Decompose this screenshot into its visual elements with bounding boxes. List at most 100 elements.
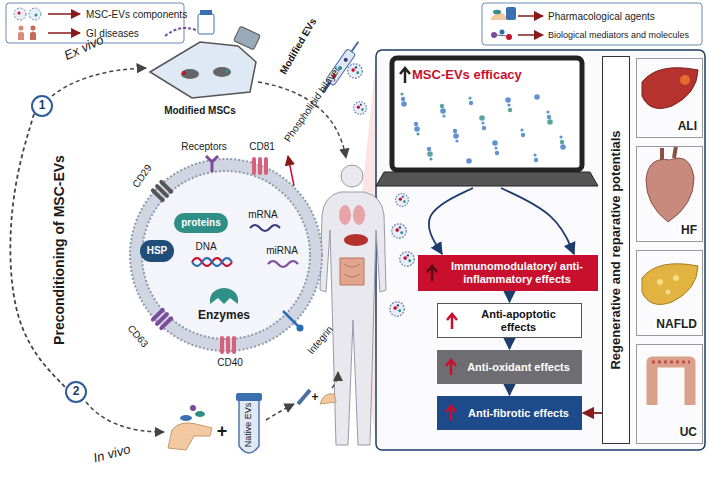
syringe-hand-icon-part — [298, 390, 310, 404]
membrane-proteins-part — [232, 336, 236, 354]
laptop-part-part — [481, 121, 484, 124]
protein-pill: proteins — [174, 213, 228, 233]
dashed-arrow-part — [52, 68, 146, 96]
ev-particle — [348, 64, 414, 316]
membrane-proteins-part — [288, 156, 294, 186]
syringe-hand-icon-part — [320, 394, 336, 404]
band-title: Regenerative and reparative potentials — [609, 130, 624, 369]
extracellular-vesicle-part — [142, 171, 310, 339]
effect-box: Anti-apoptotic effects — [437, 303, 582, 338]
node-text: Anti-fibrotic effects — [468, 407, 569, 420]
legend-box-part — [48, 13, 80, 15]
laptop-part-part — [414, 126, 420, 132]
legend-box-part — [29, 8, 41, 20]
legend-box-part — [493, 10, 501, 14]
route-label: In vivo — [92, 442, 132, 466]
organ-liver-part — [680, 75, 690, 85]
syringe-hand-icon — [298, 390, 336, 404]
legend-box-part — [14, 8, 26, 20]
dashed-arrow-part — [332, 372, 338, 388]
flask-modified-mscs-part — [200, 10, 212, 15]
laptop-part-part — [466, 158, 472, 164]
legend-box-part — [31, 26, 36, 31]
flask-modified-mscs-part — [198, 14, 214, 34]
organ-colon-part — [652, 361, 690, 364]
laptop-part-part — [440, 108, 446, 114]
laptop-part-part — [547, 115, 551, 119]
cargo-part — [210, 288, 238, 304]
organ-colon-part — [652, 362, 690, 405]
effect-box: Anti-oxidant effects — [437, 350, 582, 384]
legend-box-part — [518, 15, 543, 17]
dashed-arrow-part — [86, 402, 164, 432]
ev-particle-part — [348, 64, 362, 78]
node-text: NAFLD — [654, 318, 699, 332]
human-figure-part — [340, 258, 364, 285]
up-arrow-icon — [398, 66, 412, 84]
organ-fatty-liver-part — [666, 290, 671, 295]
flask-modified-mscs-part — [182, 71, 186, 75]
syringe-modified-evs-part — [343, 57, 349, 63]
up-arrow-icon — [446, 406, 456, 421]
legend-text: Biological mediators and molecules — [548, 30, 689, 40]
connector — [429, 188, 473, 254]
laptop-part-part — [546, 110, 549, 113]
legend-box-part — [506, 34, 512, 40]
connector — [509, 384, 511, 395]
step-number: 1 — [31, 95, 53, 117]
laptop-part-part — [453, 133, 459, 139]
laptop-part-part — [400, 92, 403, 95]
laptop-part-part — [533, 153, 536, 156]
legend-box-part — [30, 32, 36, 41]
cargo — [192, 225, 298, 304]
membrane-proteins-part — [264, 157, 268, 175]
laptop-part — [376, 172, 598, 186]
laptop-part-part — [521, 133, 525, 137]
ev-particle-part — [392, 224, 406, 238]
node-text: HSP — [147, 245, 168, 257]
cargo-part — [250, 225, 280, 231]
laptop-part-part — [547, 119, 553, 125]
hand-with-pills — [168, 405, 212, 450]
panel-part — [376, 50, 705, 450]
up-arrow-icon — [445, 312, 459, 330]
flask-modified-mscs — [150, 10, 260, 98]
laptop-part-part — [560, 144, 566, 150]
laptop — [376, 58, 598, 186]
part-label: Receptors — [181, 141, 227, 152]
up-arrow-icon — [447, 314, 457, 329]
organ-fatty-liver-part — [673, 275, 679, 281]
laptop-screen: MSC-EVs efficacy — [382, 54, 592, 188]
laptop-part-part — [427, 147, 431, 151]
membrane-proteins-part — [206, 156, 218, 172]
node-text: 1 — [39, 99, 46, 113]
node-text: 2 — [73, 385, 80, 399]
up-arrow-icon — [446, 360, 456, 375]
laptop-part-part — [494, 146, 497, 149]
legend-entry: GI diseases — [86, 28, 139, 39]
tube-native-evs-part — [236, 393, 262, 401]
ev-particle-part — [354, 102, 367, 115]
extracellular-vesicle-part — [136, 165, 316, 345]
legend-text: Pharmacological agents — [548, 11, 655, 22]
organ-fatty-liver-part — [642, 264, 698, 305]
laptop-part-part — [534, 94, 540, 100]
up-arrow-icon — [444, 358, 458, 376]
organ-liver-part — [642, 68, 698, 109]
laptop-part-part — [559, 135, 562, 138]
legend-box-part — [496, 35, 508, 36]
laptop-part-part — [560, 140, 564, 144]
legend-box-part — [18, 12, 21, 15]
organ-fatty-liver-part — [657, 279, 663, 285]
part-label: Integrin — [305, 324, 335, 357]
hand-with-pills-part — [190, 405, 196, 411]
hand-with-pills-part — [168, 423, 212, 450]
legend-box-part — [518, 34, 543, 36]
node-text: Anti-oxidant effects — [467, 361, 570, 374]
organ-colon — [652, 362, 690, 405]
effect-box: Immunomodulatory/ anti-inflammatory effe… — [418, 255, 598, 291]
human-figure-part — [320, 192, 386, 445]
organ-fatty-liver — [642, 264, 698, 305]
up-arrow-icon — [427, 266, 437, 281]
